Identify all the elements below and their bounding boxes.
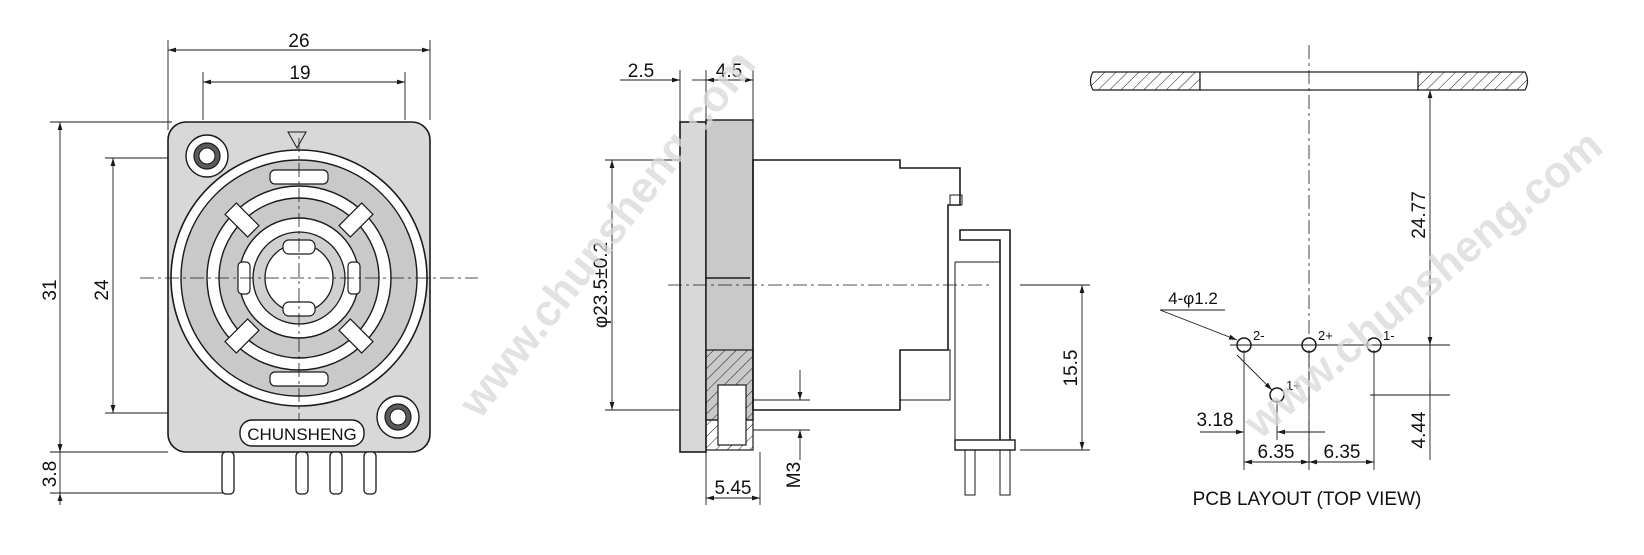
dim-width-outer-label: 26 — [288, 31, 309, 52]
dim-offset-label: 3.18 — [1197, 410, 1234, 431]
pin-1plus-label: 1+ — [1286, 378, 1301, 393]
dim-height-inner-label: 24 — [92, 279, 113, 301]
pin-2plus-label: 2+ — [1318, 328, 1333, 343]
dim-vertical-bottom-label: 4.44 — [1409, 411, 1430, 448]
dim-pcb-height-label: 15.5 — [1061, 350, 1082, 387]
pin-1minus-label: 1- — [1383, 328, 1395, 343]
triangle-marker — [287, 131, 307, 150]
front-pins — [221, 451, 377, 495]
dim-vertical-top-label: 24.77 — [1409, 191, 1430, 239]
dim-flange-label: 2.5 — [628, 61, 654, 82]
pcb-layout: 24.77 4.44 2- 2+ 1- 1+ 4-φ1.2 3.18 6.35 … — [1089, 45, 1529, 510]
dim-depth-label: 4.5 — [716, 61, 742, 82]
dim-height-outer-label: 31 — [40, 279, 61, 300]
dim-pin-length-label: 3.8 — [40, 461, 61, 487]
pcb-layout-title: PCB LAYOUT (TOP VIEW) — [1193, 489, 1422, 510]
dim-pitch-right-label: 6.35 — [1324, 442, 1361, 463]
watermark-right: www.chunsheng.com — [1234, 120, 1611, 448]
dim-screw-label: M3 — [784, 462, 805, 488]
side-flange — [679, 121, 707, 453]
hole-spec-label: 4-φ1.2 — [1168, 289, 1218, 308]
dim-screw-offset-label: 5.45 — [715, 478, 752, 499]
side-view: 2.5 4.5 φ23.5±0.2 15.5 — [591, 61, 1090, 505]
dim-width-inner-label: 19 — [289, 63, 310, 84]
front-view: 26 19 31 24 3.8 — [40, 31, 478, 505]
dim-diameter-label: φ23.5±0.2 — [591, 242, 612, 328]
dim-pitch-left-label: 6.35 — [1258, 442, 1295, 463]
brand-label: CHUNSHENG — [247, 425, 357, 444]
pin-2minus-label: 2- — [1253, 328, 1265, 343]
